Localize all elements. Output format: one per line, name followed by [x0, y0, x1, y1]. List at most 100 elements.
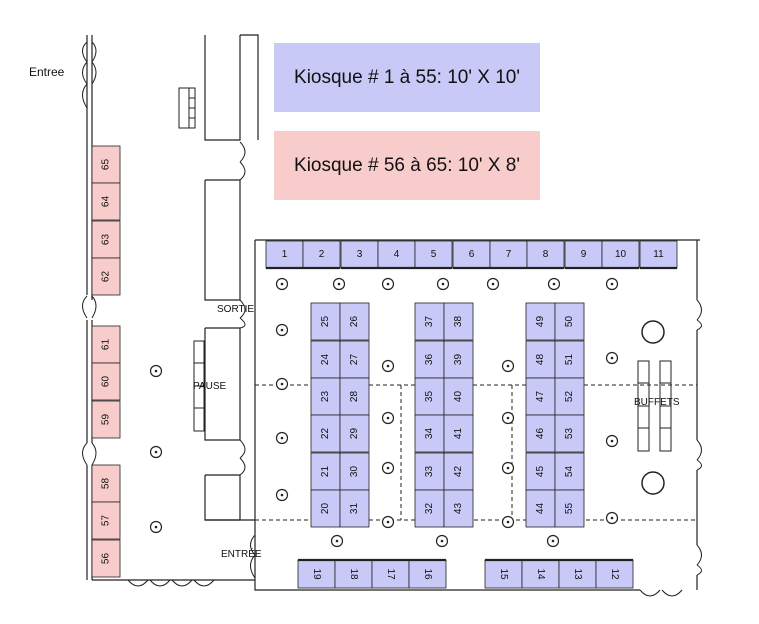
booth-number: 62 [101, 271, 112, 283]
booth-55[interactable]: 55 [554, 489, 585, 528]
booth-18[interactable]: 18 [334, 558, 373, 589]
booth-7[interactable]: 7 [489, 240, 528, 270]
booth-box [414, 489, 445, 528]
booth-54[interactable]: 54 [554, 452, 585, 491]
booth-number: 49 [535, 316, 546, 328]
booth-43[interactable]: 43 [443, 489, 474, 528]
booth-number: 24 [320, 354, 331, 366]
booth-3[interactable]: 3 [340, 240, 379, 270]
booth-number: 50 [564, 316, 575, 328]
booth-39[interactable]: 39 [443, 340, 474, 379]
booth-58[interactable]: 58 [91, 464, 121, 503]
booth-8[interactable]: 8 [526, 240, 565, 270]
column-marker [501, 411, 515, 425]
booth-box [443, 414, 474, 453]
booth-46[interactable]: 46 [525, 414, 556, 453]
legend-standard-text: Kiosque # 1 à 55: 10' X 10' [294, 66, 520, 88]
booth-40[interactable]: 40 [443, 377, 474, 416]
booth-box [339, 414, 370, 453]
booth-box [91, 257, 121, 296]
booth-30[interactable]: 30 [339, 452, 370, 491]
column-marker [486, 277, 500, 291]
furniture [178, 87, 672, 495]
booth-20[interactable]: 20 [310, 489, 341, 528]
booth-35[interactable]: 35 [414, 377, 445, 416]
booth-51[interactable]: 51 [554, 340, 585, 379]
booth-box [443, 489, 474, 528]
booth-box [377, 240, 416, 269]
booth-box [91, 182, 121, 221]
booth-25[interactable]: 25 [310, 302, 341, 341]
booth-19[interactable]: 19 [297, 558, 336, 589]
booth-31[interactable]: 31 [339, 489, 370, 528]
booth-15[interactable]: 15 [484, 558, 523, 589]
booth-57[interactable]: 57 [91, 501, 121, 540]
booth-33[interactable]: 33 [414, 452, 445, 491]
booth-64[interactable]: 64 [91, 182, 121, 221]
booth-41[interactable]: 41 [443, 414, 474, 453]
booth-34[interactable]: 34 [414, 414, 445, 453]
booth-box [91, 464, 121, 503]
booth-53[interactable]: 53 [554, 414, 585, 453]
booth-21[interactable]: 21 [310, 452, 341, 491]
booth-14[interactable]: 14 [521, 558, 560, 589]
booth-2[interactable]: 2 [302, 240, 341, 270]
booth-box [339, 302, 370, 341]
booth-6[interactable]: 6 [452, 240, 491, 270]
booth-29[interactable]: 29 [339, 414, 370, 453]
booth-16[interactable]: 16 [408, 558, 447, 589]
booth-5[interactable]: 5 [414, 240, 453, 270]
column-marker [547, 277, 561, 291]
booth-59[interactable]: 59 [91, 400, 121, 439]
booth-38[interactable]: 38 [443, 302, 474, 341]
booth-11[interactable]: 11 [639, 240, 678, 270]
booth-number: 35 [424, 391, 435, 403]
booth-44[interactable]: 44 [525, 489, 556, 528]
booth-number: 3 [357, 249, 363, 260]
booth-12[interactable]: 12 [595, 558, 634, 589]
booth-32[interactable]: 32 [414, 489, 445, 528]
booth-number: 48 [535, 354, 546, 366]
booth-52[interactable]: 52 [554, 377, 585, 416]
booth-number: 8 [543, 249, 549, 260]
booth-23[interactable]: 23 [310, 377, 341, 416]
booth-37[interactable]: 37 [414, 302, 445, 341]
legend-standard-booths: Kiosque # 1 à 55: 10' X 10' [274, 43, 540, 112]
booth-box [414, 240, 453, 269]
column-marker [149, 445, 163, 459]
booth-60[interactable]: 60 [91, 362, 121, 401]
booth-4[interactable]: 4 [377, 240, 416, 270]
booth-48[interactable]: 48 [525, 340, 556, 379]
booth-24[interactable]: 24 [310, 340, 341, 379]
column-marker [332, 277, 346, 291]
booth-box [310, 452, 341, 491]
booth-26[interactable]: 26 [339, 302, 370, 341]
booth-number: 4 [394, 249, 400, 260]
booth-42[interactable]: 42 [443, 452, 474, 491]
booth-22[interactable]: 22 [310, 414, 341, 453]
booth-27[interactable]: 27 [339, 340, 370, 379]
booth-50[interactable]: 50 [554, 302, 585, 341]
booth-number: 6 [469, 249, 475, 260]
booth-17[interactable]: 17 [371, 558, 410, 589]
booth-61[interactable]: 61 [91, 325, 121, 364]
booth-9[interactable]: 9 [564, 240, 603, 270]
booth-47[interactable]: 47 [525, 377, 556, 416]
booth-45[interactable]: 45 [525, 452, 556, 491]
booth-number: 57 [101, 515, 112, 527]
booth-1[interactable]: 1 [265, 240, 304, 270]
booth-number: 41 [453, 428, 464, 440]
booth-number: 40 [453, 391, 464, 403]
booth-49[interactable]: 49 [525, 302, 556, 341]
booth-62[interactable]: 62 [91, 257, 121, 296]
booth-28[interactable]: 28 [339, 377, 370, 416]
booth-65[interactable]: 65 [91, 145, 121, 184]
column-marker [501, 461, 515, 475]
booth-10[interactable]: 10 [601, 240, 640, 270]
booth-56[interactable]: 56 [91, 539, 121, 578]
booth-13[interactable]: 13 [558, 558, 597, 589]
booth-63[interactable]: 63 [91, 220, 121, 259]
booth-number: 5 [431, 249, 437, 260]
booth-number: 34 [424, 428, 435, 440]
booth-36[interactable]: 36 [414, 340, 445, 379]
